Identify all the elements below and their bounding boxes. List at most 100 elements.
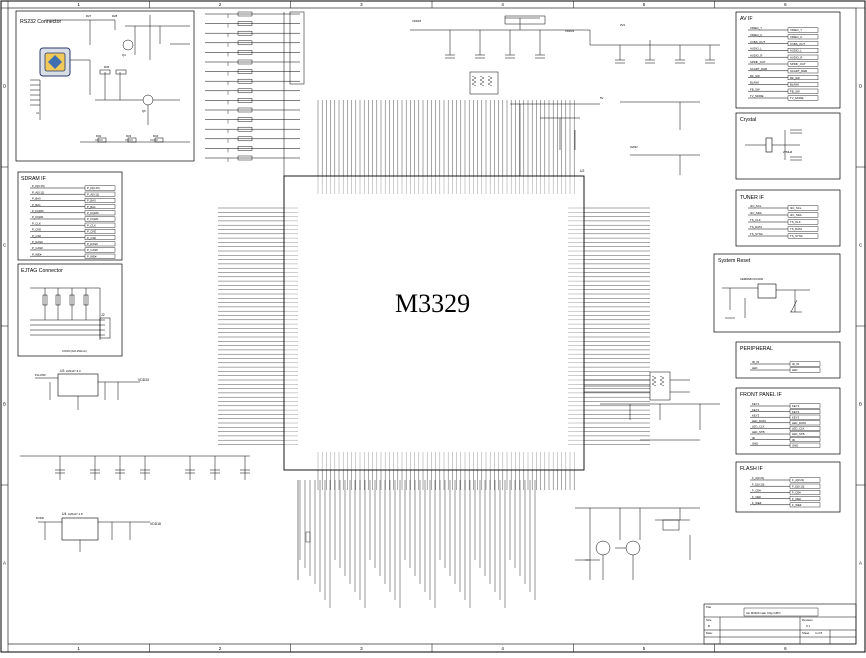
svg-text:Date:: Date: xyxy=(706,631,713,635)
resistor xyxy=(237,146,253,151)
rs232-ref: R28 xyxy=(112,14,118,18)
resistor xyxy=(237,50,253,55)
frontpanel-signal-name: KEY3 xyxy=(752,413,760,417)
avif-signal-name: SCART_RGB xyxy=(750,67,767,71)
frontpanel-signal-port xyxy=(789,403,821,409)
resistor xyxy=(237,11,253,17)
tuner-signal-name: I2C_SDA xyxy=(750,211,762,215)
sdram-signal-port xyxy=(84,185,116,191)
sdram-signal-name: P_WE# xyxy=(32,252,42,256)
flash-signal-name: F_WE# xyxy=(752,501,762,505)
avif-signal-name: RF_SW xyxy=(750,74,760,78)
flash-signals: F_A[0:21]F_A[0:21]F_D[0:15]F_D[0:15]F_CE… xyxy=(750,476,821,508)
flash-signal-port xyxy=(789,490,821,495)
crystal-title: Crystal xyxy=(740,117,756,123)
frontpanel-signal-port-label: LED_CLK xyxy=(792,427,805,431)
avif-signal-port xyxy=(787,88,819,94)
frame-column-label: 6 xyxy=(784,646,787,651)
avif-signal-port-label: CVBS_OUT xyxy=(790,42,805,46)
net-label: DVDD xyxy=(36,516,44,520)
frame-column-label: 3 xyxy=(360,2,363,7)
crystal-part: 27MHZ xyxy=(783,150,792,154)
rs232-ref: R33 xyxy=(126,134,132,138)
avif-signal-name: SPDIF_OUT xyxy=(750,60,766,64)
frontpanel-signal-port xyxy=(789,409,821,414)
main-chip: M3329 U2 xyxy=(218,100,650,490)
frontpanel-signal-port-label: IR xyxy=(792,438,795,442)
peripheral-signal-port xyxy=(789,367,821,373)
frame-row-label: D xyxy=(3,84,7,89)
tuner-signal-name: I2C_SCL xyxy=(750,204,762,208)
right-resistor-packs xyxy=(584,371,720,441)
avif-signal-name: FB_SW xyxy=(750,87,760,91)
resistor xyxy=(237,21,253,26)
svg-text:Sheet: Sheet xyxy=(802,631,810,635)
ldo1-out: VDD33 xyxy=(138,378,149,382)
power-section-left: U3 LM1117-3.3 VDD33 U4 LM1117-1.8 VDD18 xyxy=(20,369,250,552)
chip-pins xyxy=(218,100,650,490)
tuner-signal-name: TS_DATA xyxy=(750,225,762,229)
resistor xyxy=(237,126,253,132)
frame-row-label: C xyxy=(859,243,863,248)
frontpanel-signal-port-label: LED_STB xyxy=(792,432,805,436)
frame-row-label: D xyxy=(859,84,863,89)
avif-signal-port xyxy=(787,27,819,33)
resistor xyxy=(237,107,253,113)
frontpanel-signal-name: LED_DATA xyxy=(752,419,766,423)
resistor xyxy=(237,88,253,94)
rs232-ref: Q4 xyxy=(122,53,126,57)
sdram-signal-name: P_D[0:15] xyxy=(32,184,45,188)
svg-text:Size: Size xyxy=(706,618,712,622)
sdram-signal-port-label: P_DQM1 xyxy=(87,217,99,221)
frontpanel-signal-port-label: LED_DATA xyxy=(792,421,806,425)
frame-column-label: 2 xyxy=(219,2,222,7)
crystal-block: Crystal 27MHZ xyxy=(735,112,841,180)
sdram-signal-port-label: P_BA0 xyxy=(87,199,96,203)
flash-title: FLASH IF xyxy=(740,466,763,472)
tuner-signal-port xyxy=(787,233,819,239)
frame-column-label: 2 xyxy=(219,646,222,651)
rs232-ref: J1 xyxy=(36,111,39,115)
resistor xyxy=(237,59,253,65)
ejtag-title: EJTAG Connector xyxy=(21,268,63,274)
avif-signal-port-label: AUDIO_L xyxy=(790,49,802,53)
frame-column-label: 4 xyxy=(501,2,504,7)
sdram-signal-port xyxy=(84,222,116,228)
avif-signal-port-label: RF_SW xyxy=(790,76,800,80)
ejtag-connector-ref: J2 xyxy=(101,313,105,317)
sdram-signal-port-label: P_BA1 xyxy=(87,205,96,209)
bottom-bus-lines xyxy=(297,480,536,608)
frame-row-label: B xyxy=(859,402,862,407)
avif-signal-port-label: AUDIO_R xyxy=(790,55,802,59)
transistor-section xyxy=(575,507,700,580)
sdram-block: SDRAM IF P_D[0:15]P_D[0:15]P_A[0:11]P_A[… xyxy=(17,171,123,261)
tuner-signal-port xyxy=(787,226,819,232)
avif-signal-port xyxy=(787,81,819,87)
transistor-q1 xyxy=(595,540,611,556)
avif-signal-name: CVBS_OUT xyxy=(750,40,765,44)
sdram-signal-port-label: P_CLK xyxy=(87,223,96,227)
avif-signal-port-label: TV_MODE xyxy=(790,96,804,100)
avif-signal-name: VIDEO_Y xyxy=(750,26,762,30)
peripheral-signal-name: LED xyxy=(752,366,757,370)
chip-ref: U2 xyxy=(580,169,584,173)
title-block: Title ALi M3329 main Chip GPIO Size B Re… xyxy=(703,603,857,645)
frame-row-label: A xyxy=(859,561,862,566)
sdram-signal-port-label: P_DQM0 xyxy=(87,211,99,215)
rs232-ref: R35 xyxy=(104,65,110,69)
sdram-signal-port xyxy=(84,191,116,197)
flash-signal-port xyxy=(789,477,821,483)
sdram-signal-name: P_BA0 xyxy=(32,197,41,201)
peripheral-signal-port-label: LED xyxy=(792,368,797,372)
avif-signal-name: TV_MODE xyxy=(750,94,764,98)
frontpanel-signal-port-label: KEY3 xyxy=(792,415,800,419)
frontpanel-signal-port xyxy=(789,431,821,437)
